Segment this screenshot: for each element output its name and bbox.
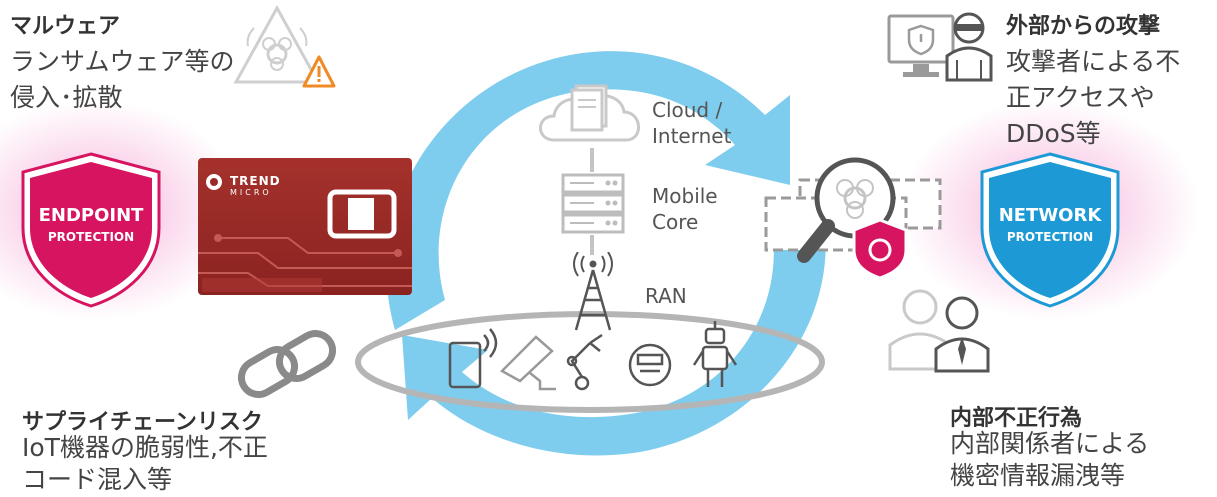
core-label-line1: Mobile [652,184,718,208]
cycle-arrow [386,51,826,456]
tablet-icon [448,328,498,389]
iot-devices [448,321,738,391]
robot-arm-icon [566,333,603,391]
meter-icon [628,343,672,387]
camera-icon [499,335,556,391]
insider-desc-line2: 機密情報漏洩等 [950,461,1126,490]
cloud-server-icon [539,84,640,142]
sim-card [198,158,412,295]
supply-desc-line1: IoT機器の脆弱性,不正 [22,433,268,462]
magnifier-biohazard-icon [764,157,942,280]
supply-title: サプライチェーンリスク [22,410,263,435]
endpoint-shield [21,152,161,308]
network-shield-line1: NETWORK [998,205,1102,226]
supply-desc-line2: コード混入等 [22,465,173,494]
biohazard-warning-icon [233,4,336,88]
cloud-label-line1: Cloud / [652,98,723,122]
network-shield [980,152,1120,308]
external-desc-line3: DDoS等 [1006,119,1101,148]
sim-brand-line2: MICRO [230,188,272,197]
cell-tower-icon [573,252,613,331]
external-desc-line2: 正アクセスや [1006,83,1155,112]
sim-brand-line1: TREND [230,174,281,188]
insider-title: 内部不正行為 [950,406,1083,431]
hacker-icon [945,12,993,82]
endpoint-shield-line1: ENDPOINT [38,205,144,226]
external-title: 外部からの攻撃 [1006,14,1161,39]
network-shield-line2: PROTECTION [1006,230,1094,244]
monitor-shield-icon [887,12,993,82]
external-desc-line1: 攻撃者による不 [1006,47,1181,76]
insider-people-icon [888,289,990,373]
server-rack-icon [561,173,625,234]
robot-icon [692,321,738,387]
endpoint-shield-line2: PROTECTION [47,230,135,244]
cloud-label-line2: Internet [652,124,732,148]
chain-link-icon [237,330,337,398]
insider-desc-line1: 内部関係者による [950,429,1150,458]
malware-desc-line2: 侵入･拡散 [10,83,123,112]
malware-title: マルウェア [10,14,121,39]
ran-label: RAN [645,284,687,308]
malware-desc-line1: ランサムウェア等の [10,47,235,76]
core-label-line2: Core [652,210,699,234]
